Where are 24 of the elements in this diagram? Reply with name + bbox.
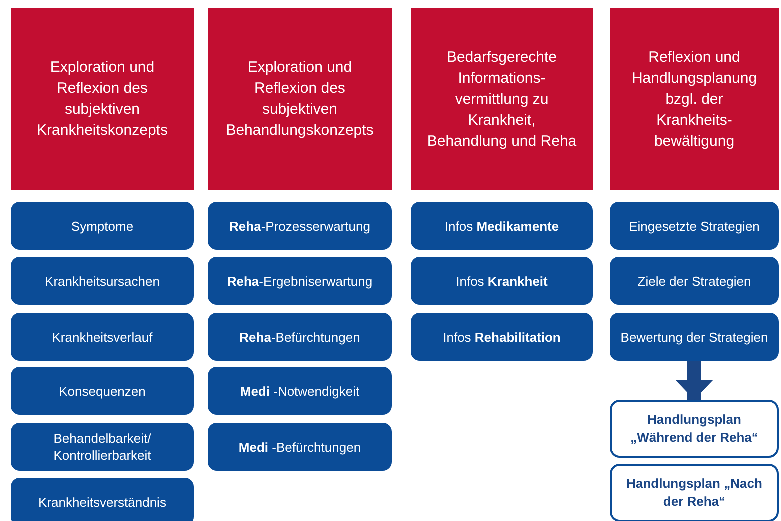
topic-box: Behandelbarkeit/ Kontrollierbarkeit — [11, 423, 194, 471]
topic-box: Reha-Ergebniserwartung — [208, 257, 392, 305]
topic-box: Krankheitsverständnis — [11, 478, 194, 521]
category-header: Exploration und Reflexion des subjektiven Behandlungskonzepts — [208, 8, 392, 190]
topic-box: Medi -Notwendigkeit — [208, 367, 392, 415]
topic-box: Ziele der Strategien — [610, 257, 779, 305]
topic-box: Reha-Befürchtungen — [208, 313, 392, 361]
topic-box: Bewertung der Strategien — [610, 313, 779, 361]
topic-box: Eingesetzte Strategien — [610, 202, 779, 250]
topic-box: Infos Medikamente — [411, 202, 593, 250]
topic-box: Konsequenzen — [11, 367, 194, 415]
topic-box: Infos Krankheit — [411, 257, 593, 305]
topic-box: Infos Rehabilitation — [411, 313, 593, 361]
category-header: Reflexion und Handlungsplanung bzgl. der Krankheits-bewältigung — [610, 8, 779, 190]
topic-box: Krankheitsursachen — [11, 257, 194, 305]
category-header: Bedarfsgerechte Informations-vermittlung zu Krankheit, Behandlung und Reha — [411, 8, 593, 190]
category-header: Exploration und Reflexion des subjektiven Krankheitskonzepts — [11, 8, 194, 190]
topic-box: Medi -Befürchtungen — [208, 423, 392, 471]
action-plan-box: Handlungsplan „Nach der Reha“ — [610, 464, 779, 521]
topic-box: Krankheitsverlauf — [11, 313, 194, 361]
arrow — [676, 361, 714, 400]
topic-box: Symptome — [11, 202, 194, 250]
action-plan-box: Handlungsplan „Während der Reha“ — [610, 400, 779, 458]
topic-box: Reha-Prozesserwartung — [208, 202, 392, 250]
